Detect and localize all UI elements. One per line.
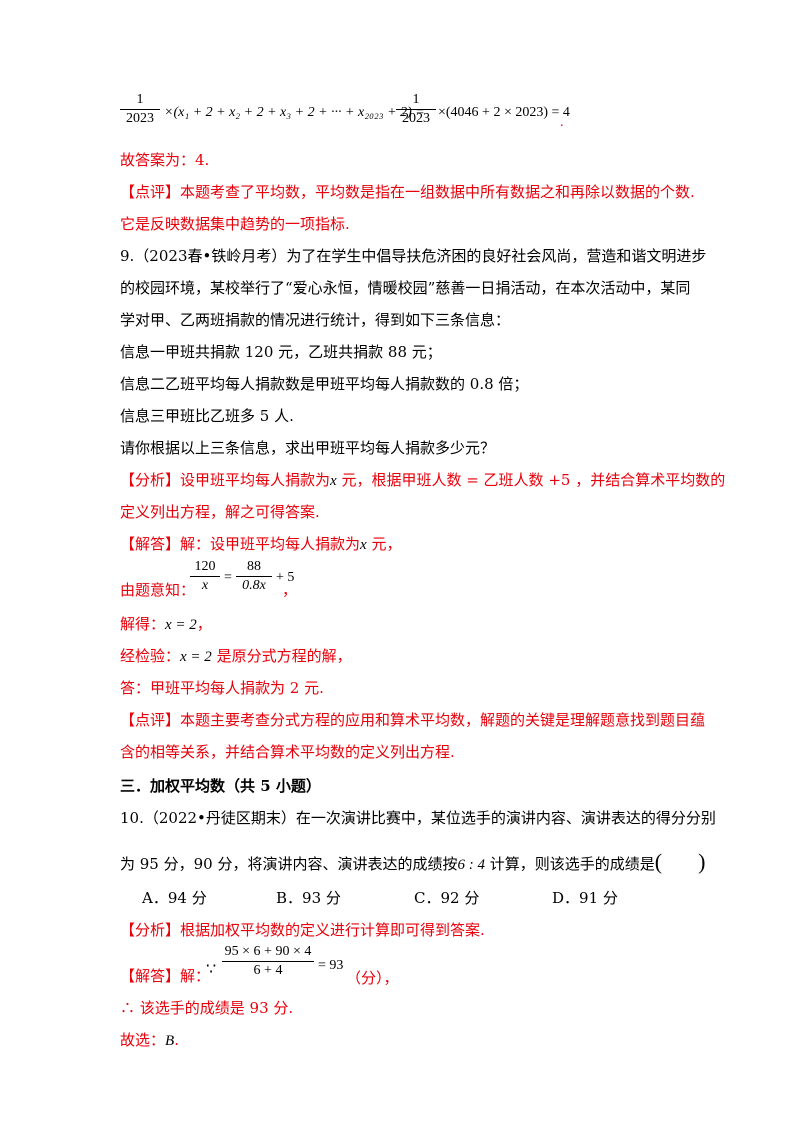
fraction-denominator: 6 + 4	[253, 963, 283, 978]
fraction-bar	[120, 109, 160, 110]
q10-therefore: ∴ 该选手的成绩是 93 分.	[120, 999, 294, 1017]
comment-8-line-1: 【点评】本题考查了平均数，平均数是指在一组数据中所有数据之和再除以数据的个数.	[120, 183, 695, 201]
q9-solve-comma: ，	[196, 615, 212, 633]
fraction-88-over-0-8x: 88 0.8x	[236, 559, 272, 594]
comment-8-line-2: 它是反映数据集中趋势的一项指标.	[120, 215, 350, 233]
fraction-numerator: 88	[247, 559, 261, 574]
fraction-numerator: 1	[412, 92, 420, 107]
q9-analysis-part-b: 元，根据甲班人数 = 乙班人数 +5 ，并结合算术平均数的	[336, 471, 726, 489]
q10-choice-value: B	[165, 1033, 175, 1049]
answer-8: 故答案为：4.	[120, 151, 210, 169]
q9-analysis-line-1: 【分析】设甲班平均每人捐款为x 元，根据甲班人数 = 乙班人数 +5 ，并结合算…	[120, 470, 725, 491]
q10-option-a: A．94 分	[142, 889, 207, 907]
q9-comment-line-1: 【点评】本题主要考查分式方程的应用和算术平均数，解题的关键是理解题意找到题目蕴	[120, 711, 706, 729]
q10-option-c: C．92 分	[414, 889, 480, 907]
equation-tail: ×(4046 + 2 × 2023) = 4	[438, 105, 570, 120]
q10-equals-93: = 93	[318, 958, 344, 973]
q9-solution-intro: 【解答】解：设甲班平均每人捐款为x 元，	[120, 534, 401, 555]
q10-stem-part-b: 计算，则该选手的成绩是	[484, 855, 655, 873]
q9-analysis-part-a: 【分析】设甲班平均每人捐款为	[120, 471, 331, 489]
q9-analysis-line-2: 定义列出方程，解之可得答案.	[120, 503, 320, 521]
q10-paren-left: (	[654, 849, 663, 874]
q9-ask: 请你根据以上三条信息，求出甲班平均每人捐款多少元？	[120, 439, 496, 457]
q9-comment-line-2: 含的相等关系，并结合算术平均数的定义列出方程.	[120, 743, 455, 761]
q9-check-value: x = 2	[180, 649, 212, 665]
section-3-heading: 三．加权平均数（共 5 小题）	[120, 777, 321, 795]
fraction-denominator: 2023	[126, 111, 154, 126]
fraction-numerator: 1	[136, 92, 144, 107]
q10-choice: 故选：B.	[120, 1030, 179, 1051]
q10-stem-part-a: 为 95 分，90 分，将演讲内容、演讲表达的成绩按	[120, 855, 458, 873]
q9-check: 经检验：x = 2 是原分式方程的解，	[120, 646, 352, 667]
q9-solve-label: 解得：	[120, 615, 166, 633]
fraction-120-over-x: 120 x	[190, 559, 220, 594]
q9-check-tail: 是原分式方程的解，	[211, 647, 352, 665]
q9-solution-variable: x	[360, 537, 367, 553]
q9-check-label: 经检验：	[120, 647, 181, 665]
fraction-denominator: 0.8x	[242, 578, 266, 593]
fraction-numerator: 120	[194, 559, 216, 574]
q9-stem-line-3: 学对甲、乙两班捐款的情况进行统计，得到如下三条信息：	[120, 311, 511, 329]
q9-analysis-variable: x	[330, 473, 337, 489]
fraction-bar	[236, 576, 272, 577]
q9-solve-result: 解得：x = 2，	[120, 614, 212, 635]
q9-info-2: 信息二乙班平均每人捐款数是甲班平均每人捐款数的 0.8 倍；	[120, 375, 529, 393]
equation-period: .	[560, 115, 564, 130]
because-symbol: ∵	[206, 961, 217, 978]
q10-ratio: 6 : 4	[457, 857, 485, 873]
q9-solution-part-a: 【解答】解：设甲班平均每人捐款为	[120, 535, 361, 553]
fraction-1-over-2023-second: 1 2023	[396, 92, 436, 127]
q9-solution-part-b: 元，	[366, 535, 402, 553]
fraction-numerator: 95 × 6 + 90 × 4	[224, 944, 312, 959]
fraction-denominator: 2023	[402, 111, 430, 126]
q9-stem-line-2: 的校园环境，某校举行了“爱心永恒，情暖校园”慈善一日捐活动，在本次活动中，某同	[120, 279, 691, 297]
q9-equation-label: 由题意知：	[120, 581, 196, 599]
q9-equation-equals: =	[224, 570, 232, 585]
fraction-denominator: x	[201, 578, 209, 593]
q10-choice-period: .	[174, 1031, 179, 1049]
q9-info-3: 信息三甲班比乙班多 5 人.	[120, 407, 294, 425]
q10-stem-line-1: 10.（2022•丹徒区期末）在一次演讲比赛中，某位选手的演讲内容、演讲表达的得…	[120, 809, 716, 827]
q10-unit: （分），	[346, 969, 399, 987]
q10-option-b: B．93 分	[276, 889, 341, 907]
equation-middle: ×(x₁ + 2 + x₂ + 2 + x₃ + 2 + ··· + x₂₀₂₃…	[164, 105, 425, 120]
q9-equation-plus-five: + 5	[276, 570, 295, 585]
q10-option-d: D．91 分	[552, 889, 618, 907]
fraction-bar	[396, 109, 436, 110]
fraction-bar	[222, 961, 314, 962]
q9-info-1: 信息一甲班共捐款 120 元，乙班共捐款 88 元；	[120, 343, 442, 361]
fraction-weighted-average: 95 × 6 + 90 × 4 6 + 4	[222, 944, 314, 979]
q10-stem-line-2: 为 95 分，90 分，将演讲内容、演讲表达的成绩按6 : 4 计算，则该选手的…	[120, 849, 706, 875]
fraction-bar	[190, 576, 220, 577]
q9-equation-comma: ，	[282, 581, 298, 599]
q10-choice-label: 故选：	[120, 1031, 166, 1049]
q10-solution-label: 【解答】解：	[120, 967, 211, 985]
q10-analysis: 【分析】根据加权平均数的定义进行计算即可得到答案.	[120, 921, 485, 939]
q9-stem-line-1: 9.（2023春•铁岭月考）为了在学生中倡导扶危济困的良好社会风尚，营造和谐文明…	[120, 247, 707, 265]
q10-paren-right: )	[698, 849, 706, 874]
q9-final-answer: 答：甲班平均每人捐款为 2 元.	[120, 679, 324, 697]
fraction-1-over-2023: 1 2023	[120, 92, 160, 127]
q9-solve-value: x = 2	[165, 617, 197, 633]
